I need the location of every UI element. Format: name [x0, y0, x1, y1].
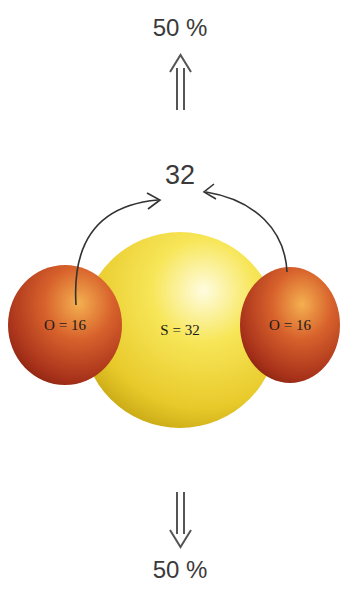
percentage-label: 50 %: [153, 14, 208, 42]
percentage-label: 50 %: [153, 556, 208, 584]
arrow-head: [147, 193, 160, 209]
arrow-head: [204, 184, 216, 199]
atom-mass-text: O = 16: [269, 317, 311, 334]
atom-mass-text: S = 32: [160, 322, 199, 339]
mass-sum-label: 32: [165, 160, 195, 191]
down-double-arrow: [170, 492, 191, 547]
oxygen-sphere: O = 16: [8, 265, 122, 385]
up-double-arrow: [170, 55, 191, 110]
sphere-fill: [240, 267, 340, 383]
oxygen-sphere: O = 16: [240, 267, 340, 383]
sphere-fill: [8, 265, 122, 385]
atom-mass-text: O = 16: [44, 317, 86, 334]
